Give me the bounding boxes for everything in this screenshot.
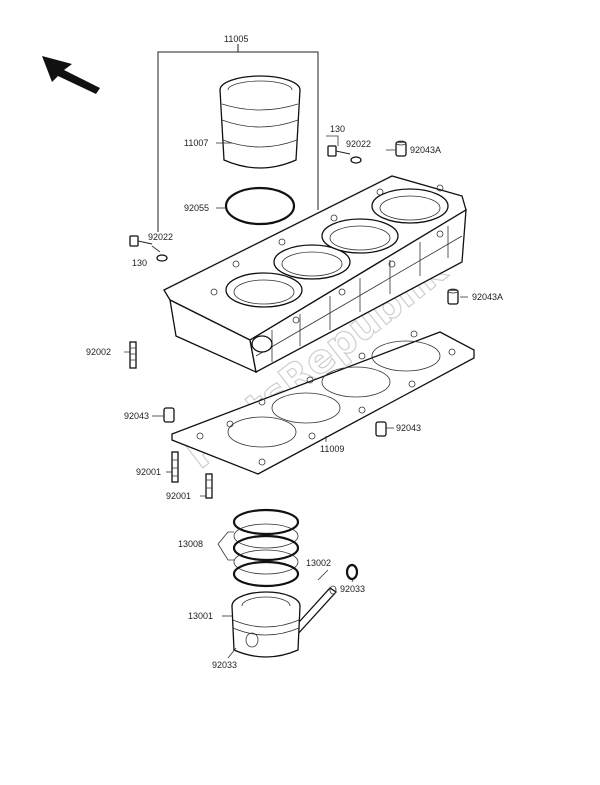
stud-92001-a	[171, 451, 179, 483]
label-92043-right: 92043	[396, 423, 421, 433]
circlip-92033-right	[345, 563, 359, 581]
label-11007: 11007	[184, 138, 208, 148]
piston-ring-set	[232, 508, 300, 588]
label-130-top: 130	[330, 124, 345, 134]
bolt-130-left	[129, 235, 153, 247]
cylinder-sleeve	[219, 75, 301, 169]
stud-bolt-92002	[129, 341, 137, 369]
dowel-pin-92043-left	[163, 407, 175, 423]
label-11005: 11005	[224, 34, 248, 44]
washer-92022-left	[156, 254, 168, 262]
stud-92001-b	[205, 473, 213, 499]
washer-92022-top	[350, 156, 362, 164]
dowel-pin-92043-right	[375, 421, 387, 437]
o-ring	[224, 186, 296, 226]
sleeve-assembly-bracket	[157, 44, 319, 232]
dowel-pin-92043A-top	[395, 140, 407, 157]
label-130-left: 130	[132, 258, 147, 268]
label-13001: 13001	[188, 611, 213, 621]
bolt-130-top	[327, 145, 351, 157]
label-92043A-top: 92043A	[410, 145, 441, 155]
label-92033-bottom: 92033	[212, 660, 237, 670]
label-92001-a: 92001	[136, 467, 161, 477]
front-direction-arrow-icon	[42, 56, 100, 94]
cylinder-block	[163, 175, 467, 374]
piston	[231, 591, 301, 658]
label-92022-left: 92022	[148, 232, 173, 242]
label-92043-left: 92043	[124, 411, 149, 421]
head-gasket	[171, 330, 475, 475]
dowel-pin-92043A-right	[447, 288, 459, 305]
label-13008: 13008	[178, 539, 203, 549]
label-92043A-right: 92043A	[472, 292, 503, 302]
label-92055: 92055	[184, 203, 209, 213]
leader-lines	[124, 135, 468, 659]
label-92001-b: 92001	[166, 491, 191, 501]
label-92022-top: 92022	[346, 139, 371, 149]
label-92033-right: 92033	[340, 584, 365, 594]
label-92002: 92002	[86, 347, 111, 357]
label-13002: 13002	[306, 558, 331, 568]
label-11009: 11009	[320, 444, 344, 454]
